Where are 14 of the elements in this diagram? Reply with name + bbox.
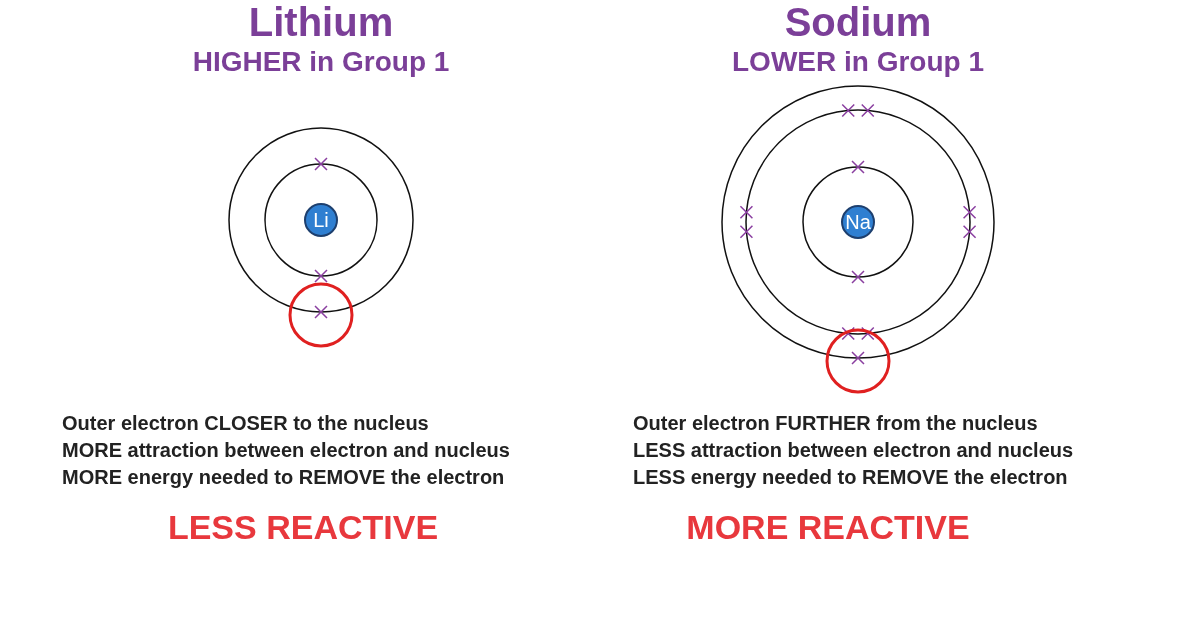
explanation-line: LESS energy needed to REMOVE the electron	[633, 466, 1068, 489]
reactivity-conclusion: MORE REACTIVE	[686, 508, 970, 547]
group-position: LOWER in Group 1	[732, 46, 984, 78]
explanation-line: Outer electron FURTHER from the nucleus	[633, 412, 1038, 435]
element-name: Lithium	[248, 0, 394, 45]
group-position: HIGHER in Group 1	[192, 46, 450, 78]
explanation-line: MORE energy needed to REMOVE the electron	[62, 466, 505, 489]
explanation-line: Outer electron CLOSER to the nucleus	[62, 412, 429, 435]
nucleus-circle: Na	[841, 205, 875, 239]
element-name: Sodium	[784, 0, 932, 45]
reactivity-conclusion: LESS REACTIVE	[167, 508, 439, 547]
nucleus-circle: Li	[304, 203, 338, 237]
explanation-line: LESS attraction between electron and nucleus	[633, 439, 1074, 462]
explanation-line: MORE attraction between electron and nucleus	[62, 439, 510, 462]
